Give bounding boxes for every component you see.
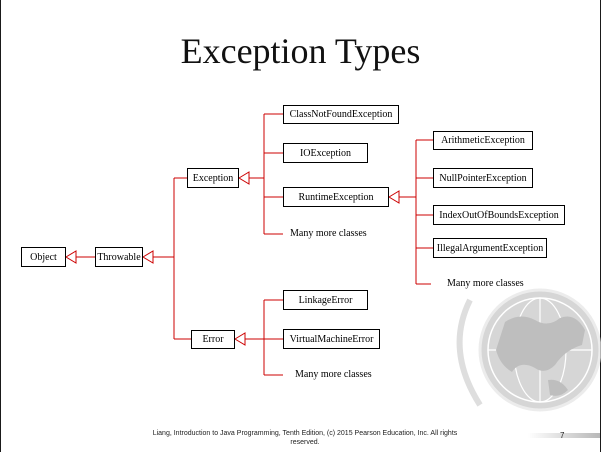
node-null-pointer-exception: NullPointerException	[433, 168, 533, 188]
footer-accent-strip	[528, 433, 600, 438]
inheritance-arrows	[65, 171, 400, 346]
page-number: 7	[560, 431, 565, 440]
node-index-out-of-bounds-exception: IndexOutOfBoundsException	[433, 205, 565, 225]
node-illegal-argument-exception: IllegalArgumentException	[433, 238, 547, 258]
node-throwable: Throwable	[95, 247, 143, 267]
node-linkage-error: LinkageError	[283, 290, 368, 310]
node-exception: Exception	[187, 168, 239, 188]
globe-icon	[456, 288, 601, 412]
node-error: Error	[191, 330, 235, 349]
more-classes-runtime: Many more classes	[447, 278, 524, 289]
more-classes-exception: Many more classes	[290, 228, 367, 239]
node-arithmetic-exception: ArithmeticException	[433, 131, 533, 150]
slide-footer: Liang, Introduction to Java Programming,…	[152, 430, 458, 446]
node-runtime-exception: RuntimeException	[283, 187, 389, 207]
node-virtual-machine-error: VirtualMachineError	[283, 329, 380, 349]
connectors	[76, 113, 433, 376]
node-class-not-found-exception: ClassNotFoundException	[283, 105, 399, 124]
node-object: Object	[21, 247, 66, 267]
more-classes-error: Many more classes	[295, 369, 372, 380]
node-io-exception: IOException	[283, 143, 368, 163]
slide-title: Exception Types	[180, 31, 421, 71]
